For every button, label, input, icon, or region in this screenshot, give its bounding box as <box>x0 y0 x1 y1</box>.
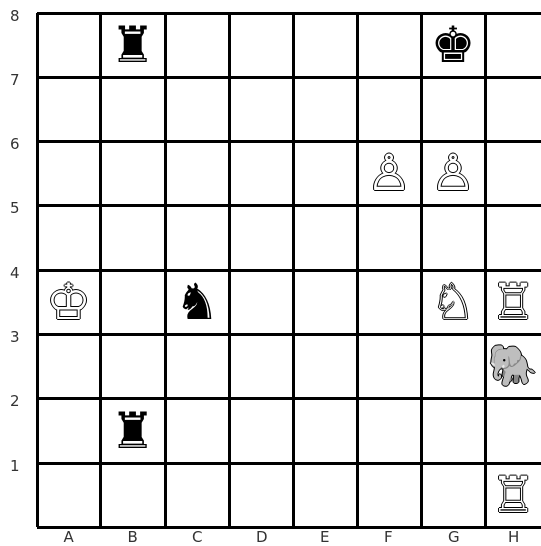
rank-label: 4 <box>10 266 20 281</box>
black-knight-icon-glyph: ♞ <box>175 277 220 327</box>
black-king-icon[interactable]: ♚ <box>421 13 485 77</box>
square-a2[interactable] <box>37 398 100 463</box>
square-h8[interactable] <box>485 13 541 77</box>
square-f7[interactable] <box>357 77 421 141</box>
square-d2[interactable] <box>229 398 293 463</box>
white-elephant-icon[interactable]: 🐘 <box>485 334 541 398</box>
square-g1[interactable] <box>421 463 485 527</box>
square-c6[interactable] <box>165 141 229 205</box>
square-e2[interactable] <box>293 398 357 463</box>
file-label: F <box>384 530 393 545</box>
square-f5[interactable] <box>357 205 421 270</box>
square-g7[interactable] <box>421 77 485 141</box>
rank-label: 3 <box>10 330 20 345</box>
square-a3[interactable] <box>37 334 100 398</box>
square-c1[interactable] <box>165 463 229 527</box>
square-e4[interactable] <box>293 270 357 334</box>
white-rook-icon[interactable]: ♖ <box>485 463 541 527</box>
square-f8[interactable] <box>357 13 421 77</box>
file-label: H <box>508 530 519 545</box>
file-label: E <box>320 530 329 545</box>
white-knight-icon[interactable]: ♘ <box>421 270 485 334</box>
white-rook-icon-glyph: ♖ <box>491 470 536 520</box>
square-g2[interactable] <box>421 398 485 463</box>
square-g3[interactable] <box>421 334 485 398</box>
white-rook-icon[interactable]: ♖ <box>485 270 541 334</box>
file-label: C <box>192 530 202 545</box>
black-king-icon-glyph: ♚ <box>431 20 476 70</box>
square-e7[interactable] <box>293 77 357 141</box>
square-c5[interactable] <box>165 205 229 270</box>
square-g5[interactable] <box>421 205 485 270</box>
rank-label: 1 <box>10 459 20 474</box>
square-d5[interactable] <box>229 205 293 270</box>
grid-line-vertical <box>356 13 359 527</box>
square-c2[interactable] <box>165 398 229 463</box>
square-f4[interactable] <box>357 270 421 334</box>
rank-label: 5 <box>10 201 20 216</box>
rank-label: 2 <box>10 394 20 409</box>
square-c3[interactable] <box>165 334 229 398</box>
black-knight-icon[interactable]: ♞ <box>165 270 229 334</box>
square-f3[interactable] <box>357 334 421 398</box>
square-d4[interactable] <box>229 270 293 334</box>
square-h5[interactable] <box>485 205 541 270</box>
square-a7[interactable] <box>37 77 100 141</box>
square-a1[interactable] <box>37 463 100 527</box>
square-h2[interactable] <box>485 398 541 463</box>
square-e3[interactable] <box>293 334 357 398</box>
square-b4[interactable] <box>100 270 165 334</box>
file-label: B <box>128 530 138 545</box>
square-d7[interactable] <box>229 77 293 141</box>
black-rook-icon[interactable]: ♜ <box>100 13 165 77</box>
rank-label: 7 <box>10 73 20 88</box>
white-rook-icon-glyph: ♖ <box>491 277 536 327</box>
black-rook-icon-glyph: ♜ <box>110 20 155 70</box>
square-a6[interactable] <box>37 141 100 205</box>
square-e6[interactable] <box>293 141 357 205</box>
black-rook-icon-glyph: ♜ <box>110 406 155 456</box>
rank-label: 6 <box>10 137 20 152</box>
white-pawn-icon[interactable]: ♙ <box>421 141 485 205</box>
square-b3[interactable] <box>100 334 165 398</box>
square-h6[interactable] <box>485 141 541 205</box>
square-b7[interactable] <box>100 77 165 141</box>
file-label: A <box>64 530 74 545</box>
square-c7[interactable] <box>165 77 229 141</box>
white-pawn-icon-glyph: ♙ <box>431 148 476 198</box>
white-elephant-icon-glyph: 🐘 <box>488 346 538 386</box>
square-d1[interactable] <box>229 463 293 527</box>
white-pawn-icon[interactable]: ♙ <box>357 141 421 205</box>
file-label: G <box>448 530 460 545</box>
rank-label: 8 <box>10 9 20 24</box>
square-e8[interactable] <box>293 13 357 77</box>
square-d3[interactable] <box>229 334 293 398</box>
grid-line-vertical <box>292 13 295 527</box>
square-a8[interactable] <box>37 13 100 77</box>
grid-line-horizontal <box>37 526 541 529</box>
white-knight-icon-glyph: ♘ <box>431 277 476 327</box>
square-d6[interactable] <box>229 141 293 205</box>
file-label: D <box>256 530 268 545</box>
square-a5[interactable] <box>37 205 100 270</box>
square-b1[interactable] <box>100 463 165 527</box>
square-d8[interactable] <box>229 13 293 77</box>
black-rook-icon[interactable]: ♜ <box>100 398 165 463</box>
square-f2[interactable] <box>357 398 421 463</box>
square-f1[interactable] <box>357 463 421 527</box>
square-b5[interactable] <box>100 205 165 270</box>
white-king-icon[interactable]: ♔ <box>37 270 100 334</box>
white-king-icon-glyph: ♔ <box>46 277 91 327</box>
square-h7[interactable] <box>485 77 541 141</box>
square-c8[interactable] <box>165 13 229 77</box>
square-b6[interactable] <box>100 141 165 205</box>
square-e1[interactable] <box>293 463 357 527</box>
white-pawn-icon-glyph: ♙ <box>367 148 412 198</box>
square-e5[interactable] <box>293 205 357 270</box>
